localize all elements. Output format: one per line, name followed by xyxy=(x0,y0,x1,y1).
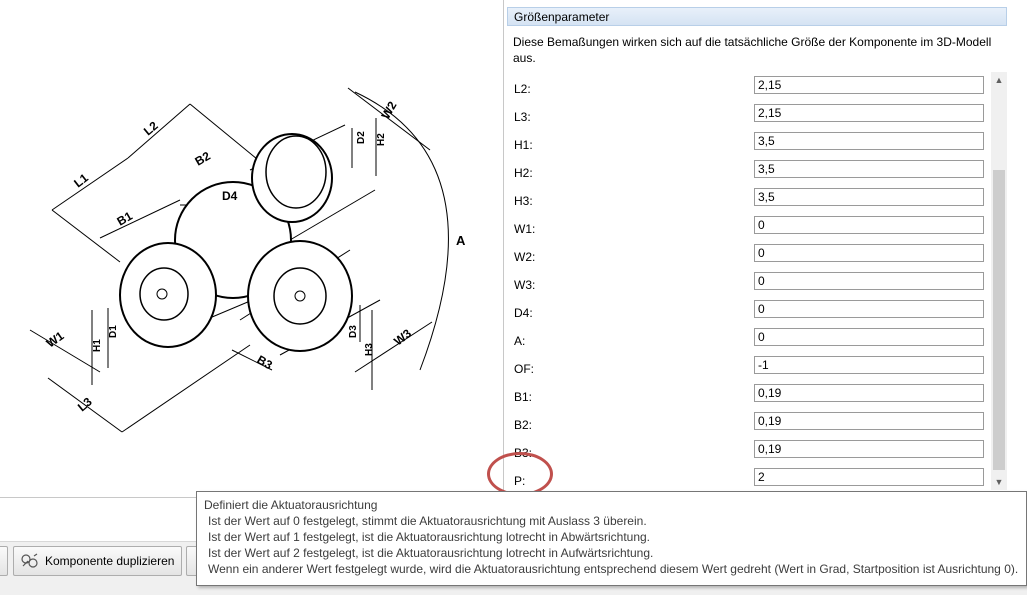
param-row-w2: W2: xyxy=(504,244,994,273)
duplicate-component-button[interactable]: Komponente duplizieren xyxy=(13,546,182,576)
label-l3: L3 xyxy=(75,394,95,414)
param-row-p: P: xyxy=(504,468,994,497)
param-row-d4: D4: xyxy=(504,300,994,329)
param-label: W3: xyxy=(514,278,536,292)
param-label: W1: xyxy=(514,222,536,236)
param-row-a: A: xyxy=(504,328,994,357)
label-w3: W3 xyxy=(391,326,414,348)
tooltip-line: Ist der Wert auf 0 festgelegt, stimmt di… xyxy=(208,514,647,528)
param-h1-input[interactable] xyxy=(754,132,984,150)
param-w1-input[interactable] xyxy=(754,216,984,234)
tooltip-line: Ist der Wert auf 2 festgelegt, ist die A… xyxy=(208,546,654,560)
duplicate-icon xyxy=(21,553,38,568)
label-h2: H2 xyxy=(376,133,387,146)
label-h1: H1 xyxy=(92,339,103,352)
label-d2: D2 xyxy=(356,131,367,144)
component-diagram: L1 L2 L3 B1 B2 B3 D4 W1 W2 W3 H1 H2 H3 D… xyxy=(29,87,466,433)
param-of-input[interactable] xyxy=(754,356,984,374)
param-row-of: OF: xyxy=(504,356,994,385)
param-label: B2: xyxy=(514,418,533,432)
param-w3-input[interactable] xyxy=(754,272,984,290)
param-p-input[interactable] xyxy=(754,468,984,486)
param-label: H1: xyxy=(514,138,533,152)
tooltip: Definiert die Aktuatorausrichtung Ist de… xyxy=(196,491,1027,586)
param-label: B1: xyxy=(514,390,533,404)
param-row-w3: W3: xyxy=(504,272,994,301)
param-label: D4: xyxy=(514,306,533,320)
param-row-l3: L3: xyxy=(504,104,994,133)
param-label: W2: xyxy=(514,250,536,264)
param-w2-input[interactable] xyxy=(754,244,984,262)
param-row-h3: H3: xyxy=(504,188,994,217)
param-row-h1: H1: xyxy=(504,132,994,161)
param-label: A: xyxy=(514,334,526,348)
param-h3-input[interactable] xyxy=(754,188,984,206)
param-d4-input[interactable] xyxy=(754,300,984,318)
param-row-w1: W1: xyxy=(504,216,994,245)
param-b3-input[interactable] xyxy=(754,440,984,458)
param-row-b1: B1: xyxy=(504,384,994,413)
scroll-up-arrow-icon[interactable]: ▲ xyxy=(994,75,1004,85)
label-d1: D1 xyxy=(108,325,119,338)
param-label: OF: xyxy=(514,362,534,376)
param-label: L3: xyxy=(514,110,531,124)
size-parameters-panel: Größenparameter Diese Bemaßungen wirken … xyxy=(504,0,1027,497)
label-d4: D4 xyxy=(222,189,238,203)
param-row-b3: B3: xyxy=(504,440,994,469)
param-b1-input[interactable] xyxy=(754,384,984,402)
scroll-thumb[interactable] xyxy=(993,170,1005,470)
label-a: A xyxy=(456,233,466,248)
param-h2-input[interactable] xyxy=(754,160,984,178)
highlight-circle-annotation xyxy=(487,452,553,496)
panel-description: Diese Bemaßungen wirken sich auf die tat… xyxy=(513,35,992,65)
param-a-input[interactable] xyxy=(754,328,984,346)
tooltip-line: Ist der Wert auf 1 festgelegt, ist die A… xyxy=(208,530,651,544)
param-row-h2: H2: xyxy=(504,160,994,189)
label-w1: W1 xyxy=(44,328,67,350)
label-b2: B2 xyxy=(193,149,214,169)
label-l1: L1 xyxy=(71,171,91,191)
tooltip-title: Definiert die Aktuatorausrichtung xyxy=(204,498,378,512)
label-d3: D3 xyxy=(348,325,359,338)
label-h3: H3 xyxy=(364,343,375,356)
label-l2: L2 xyxy=(141,118,161,138)
panel-title: Größenparameter xyxy=(507,7,1007,26)
tooltip-line: Wenn ein anderer Wert festgelegt wurde, … xyxy=(208,562,1019,576)
label-b1: B1 xyxy=(115,209,136,229)
param-l3-input[interactable] xyxy=(754,104,984,122)
toolbar-button-partial[interactable] xyxy=(0,546,8,576)
label-b3: B3 xyxy=(255,352,276,372)
param-l2-input[interactable] xyxy=(754,76,984,94)
param-label: L2: xyxy=(514,82,531,96)
duplicate-component-label: Komponente duplizieren xyxy=(45,554,175,568)
component-diagram-area: L1 L2 L3 B1 B2 B3 D4 W1 W2 W3 H1 H2 H3 D… xyxy=(0,0,504,497)
param-row-l2: L2: xyxy=(504,76,994,105)
param-label: H2: xyxy=(514,166,533,180)
scroll-down-arrow-icon[interactable]: ▼ xyxy=(994,477,1004,487)
panel-scrollbar[interactable]: ▲ ▼ xyxy=(991,72,1007,490)
param-b2-input[interactable] xyxy=(754,412,984,430)
param-row-b2: B2: xyxy=(504,412,994,441)
param-label: H3: xyxy=(514,194,533,208)
